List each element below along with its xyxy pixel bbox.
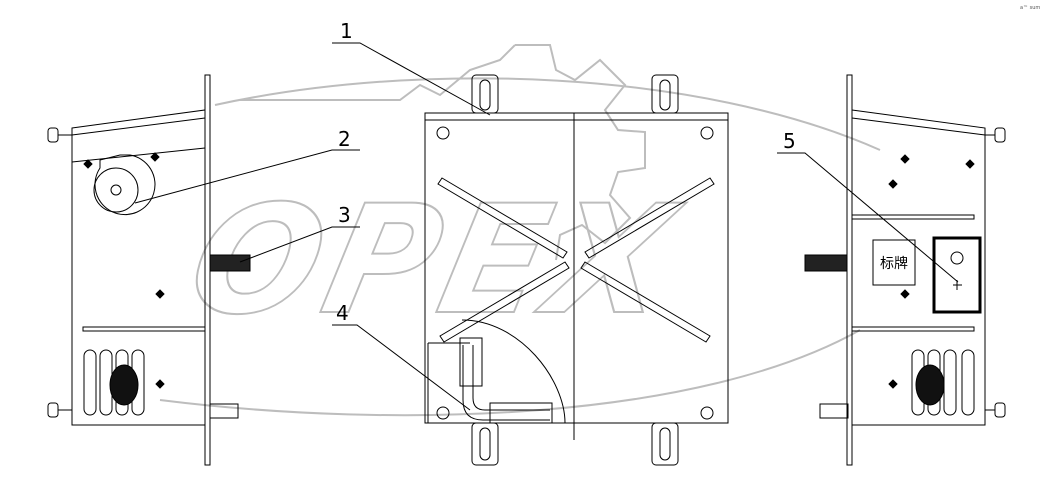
left-fan-hub — [110, 184, 122, 196]
right-screw-5 — [888, 379, 898, 389]
left-bolt-top — [47, 127, 59, 143]
left-fan-rotor — [93, 167, 139, 213]
drain-tray — [489, 402, 553, 424]
hole-bottom-left — [436, 406, 450, 420]
control-box — [932, 236, 982, 314]
drain-pipe — [462, 345, 550, 421]
center-front-view — [424, 74, 729, 466]
leader-4 — [332, 324, 471, 411]
right-bolt-bottom — [994, 402, 1006, 418]
left-pipe-stub — [209, 254, 251, 272]
right-side-view: 标牌 — [804, 74, 1006, 466]
drain-arc — [461, 319, 566, 424]
right-screw-1 — [900, 154, 910, 164]
leader-3 — [239, 226, 360, 263]
watermark: OPEX — [159, 44, 881, 417]
name-plate — [872, 239, 916, 286]
right-rail-bottom — [851, 326, 975, 332]
right-rail-top — [851, 214, 975, 220]
left-rail — [82, 326, 206, 332]
left-screw-1 — [155, 289, 165, 299]
leader-2 — [134, 149, 360, 204]
left-body-outline — [71, 109, 206, 426]
right-coil-core — [915, 364, 945, 406]
right-screw-4 — [900, 289, 910, 299]
leader-1 — [332, 42, 491, 116]
left-coil-core — [109, 364, 139, 406]
hole-bottom-right — [700, 406, 714, 420]
left-bolt-bottom — [47, 402, 59, 418]
left-screw-2 — [155, 379, 165, 389]
watermark-text: OPEX — [176, 173, 694, 348]
callout-3: 3 — [338, 203, 351, 227]
callout-4: 4 — [336, 301, 349, 325]
right-bolt-top — [994, 127, 1006, 143]
name-plate-text: 标牌 — [880, 255, 908, 272]
right-screw-3 — [965, 159, 975, 169]
leader-lines — [134, 42, 959, 411]
control-knob — [950, 251, 964, 265]
corner-mark: a™ sum — [1020, 5, 1040, 11]
left-top-line — [71, 117, 206, 136]
callout-1: 1 — [340, 19, 353, 43]
hole-top-left — [436, 126, 450, 140]
watermark-gear — [240, 44, 646, 261]
hole-top-right — [700, 126, 714, 140]
right-screw-2 — [888, 179, 898, 189]
center-panel — [424, 112, 729, 424]
right-top-line — [851, 117, 986, 136]
callout-5: 5 — [783, 129, 796, 153]
x-braces — [437, 177, 715, 343]
right-body-outline — [851, 109, 986, 426]
left-screw-4 — [150, 152, 160, 162]
left-side-view — [47, 74, 251, 466]
right-pipe-stub — [804, 254, 848, 272]
left-fan-housing — [94, 154, 156, 216]
lifting-lugs — [471, 74, 679, 466]
callout-2: 2 — [338, 127, 351, 151]
left-screw-3 — [83, 159, 93, 169]
leader-5 — [777, 152, 959, 283]
left-outlet-pipe — [209, 403, 239, 419]
right-outlet-pipe — [819, 403, 849, 419]
left-sensor-line — [71, 147, 206, 163]
drain-connector — [459, 337, 483, 387]
